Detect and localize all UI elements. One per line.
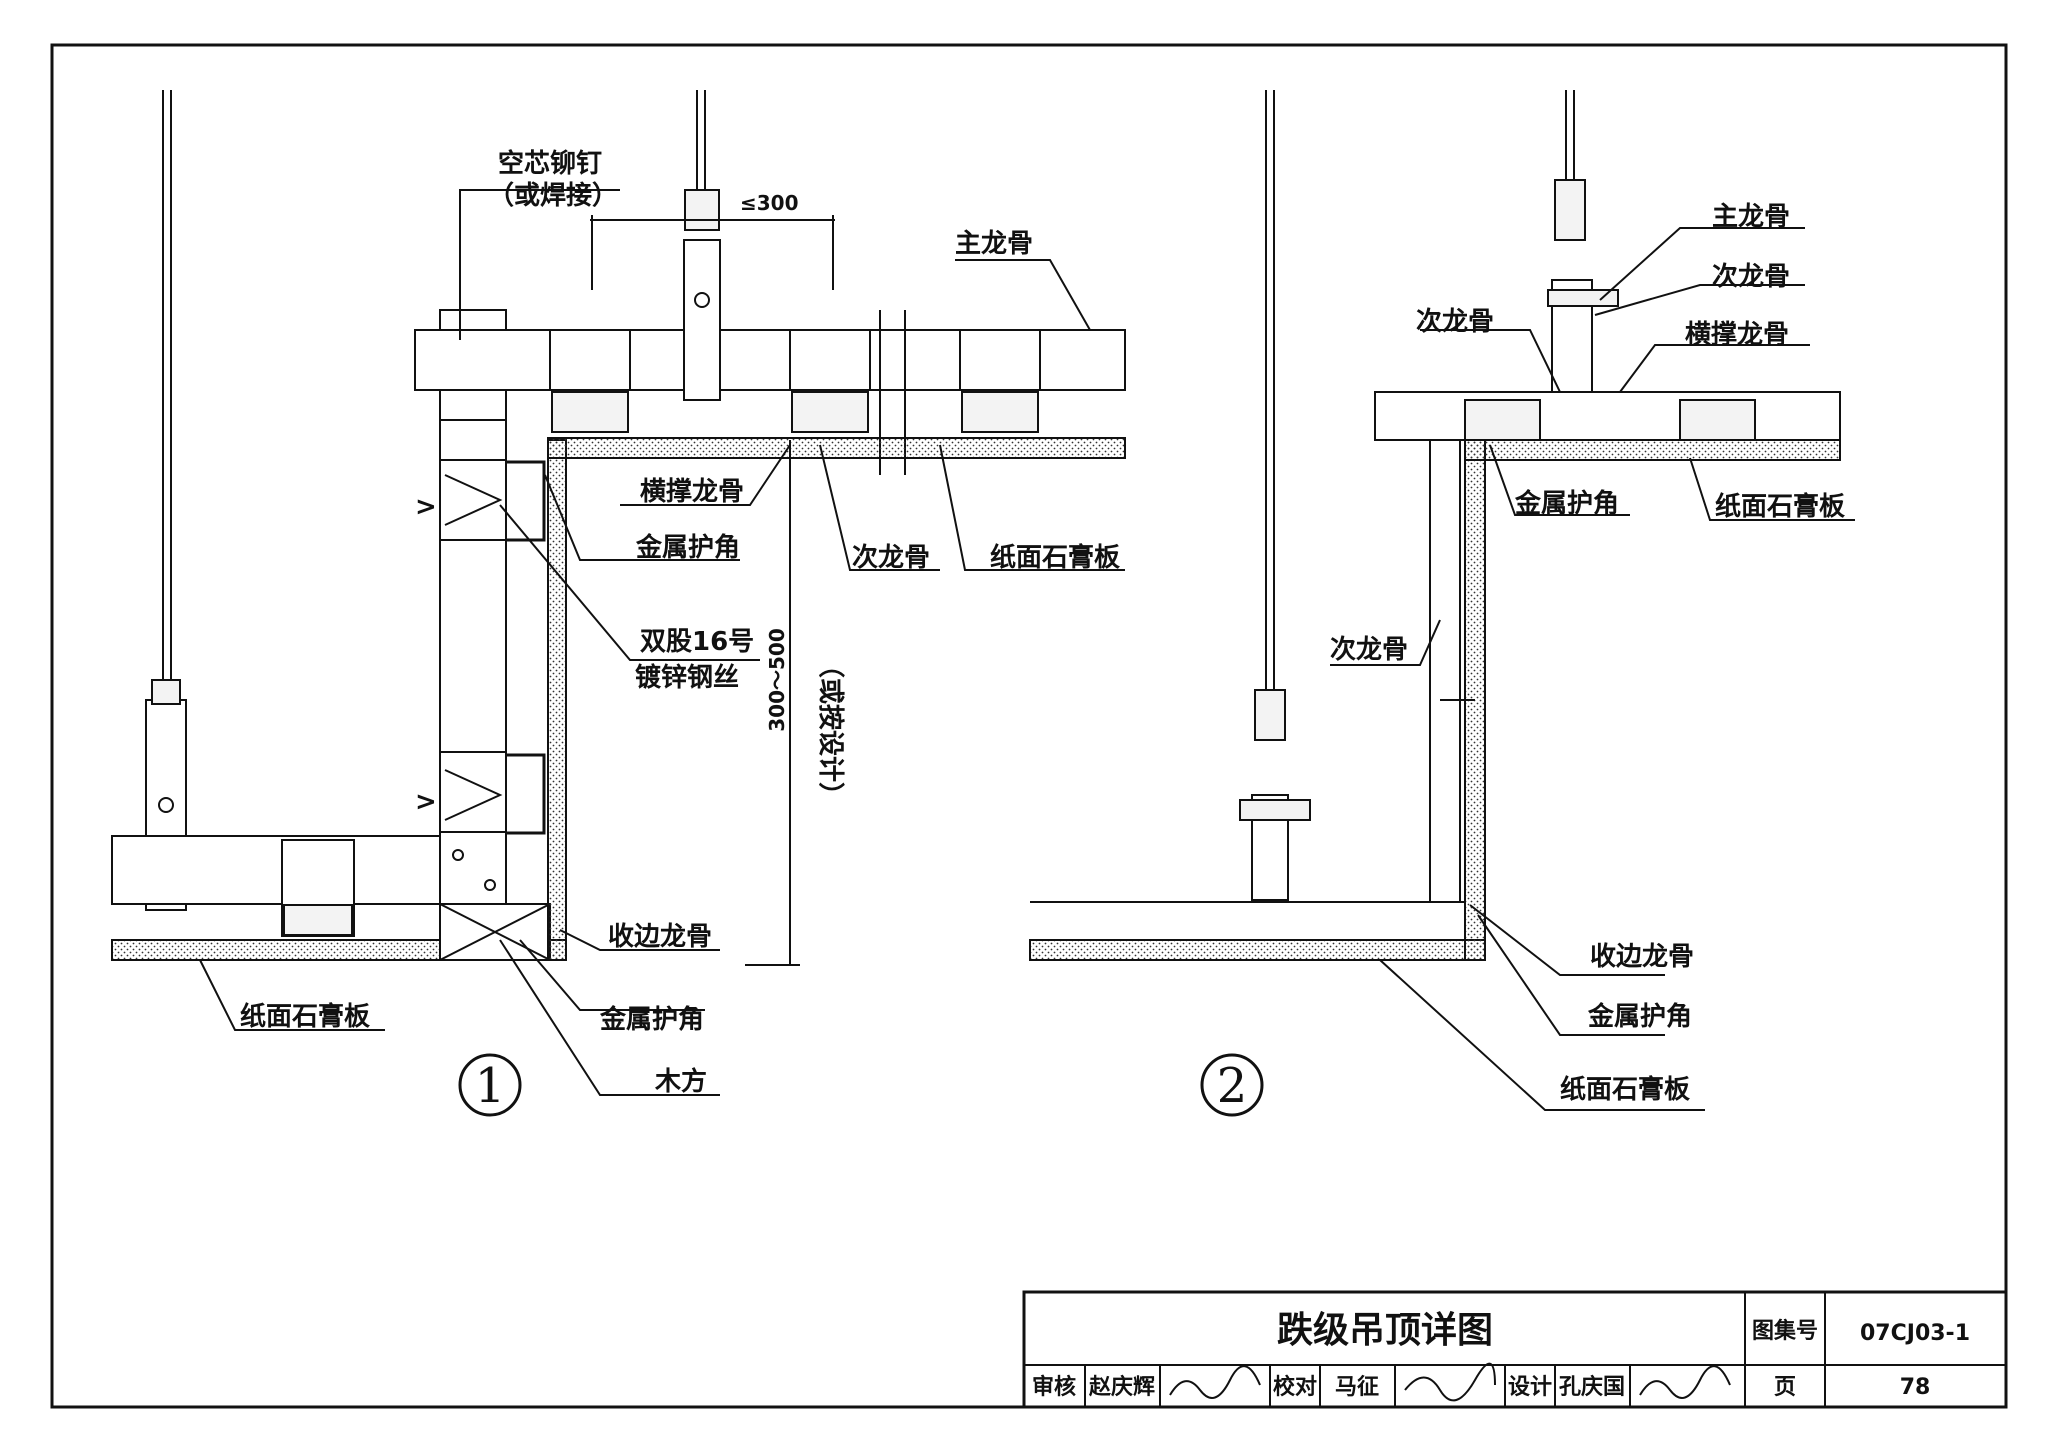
reviewer-signature bbox=[1169, 1365, 1261, 1399]
label-d2-secondary-keel-top: 次龙骨 bbox=[1712, 262, 1790, 292]
label-rivet-note: （或焊接） bbox=[488, 181, 618, 211]
page-label: 页 bbox=[1774, 1375, 1796, 1400]
title-block bbox=[1022, 1290, 2008, 1409]
label-d2-gypsum-bottom: 纸面石膏板 bbox=[1560, 1074, 1690, 1105]
designer-name: 孔庆国 bbox=[1559, 1374, 1625, 1400]
label-d2-edge-keel: 收边龙骨 bbox=[1590, 942, 1694, 972]
label-spacing: ≤300 bbox=[740, 191, 799, 215]
label-d2-corner-guard-top: 金属护角 bbox=[1514, 488, 1619, 519]
label-edge-keel: 收边龙骨 bbox=[608, 922, 712, 952]
label-d2-secondary-keel-left: 次龙骨 bbox=[1416, 307, 1494, 337]
label-secondary-keel: 次龙骨 bbox=[852, 543, 930, 573]
drawing-title: 跌级吊顶详图 bbox=[1277, 1310, 1493, 1351]
label-cross-keel: 横撑龙骨 bbox=[640, 477, 744, 507]
label-d2-cross-keel: 横撑龙骨 bbox=[1685, 320, 1789, 350]
label-main-keel: 主龙骨 bbox=[955, 229, 1033, 259]
detail-2 bbox=[1029, 90, 1855, 1117]
label-wire: 双股16号 bbox=[640, 627, 754, 657]
label-gypsum-top: 纸面石膏板 bbox=[990, 542, 1120, 573]
svg-text:>: > bbox=[415, 787, 437, 817]
label-d2-corner-guard-bottom: 金属护角 bbox=[1587, 1001, 1692, 1032]
design-label: 设计 bbox=[1508, 1375, 1552, 1400]
checker-signature bbox=[1404, 1362, 1496, 1402]
atlas-label: 图集号 bbox=[1752, 1318, 1818, 1344]
label-gypsum-bottom: 纸面石膏板 bbox=[240, 1001, 370, 1032]
label-wood: 木方 bbox=[654, 1066, 707, 1097]
label-rivet: 空芯铆钉 bbox=[498, 148, 602, 179]
label-d2-main-keel: 主龙骨 bbox=[1712, 202, 1790, 232]
review-label: 审核 bbox=[1032, 1374, 1076, 1400]
label-wire-2: 镀锌钢丝 bbox=[635, 662, 739, 693]
label-corner-guard-top: 金属护角 bbox=[635, 532, 740, 563]
designer-signature bbox=[1639, 1365, 1731, 1399]
label-height-dim: 300～500 bbox=[765, 628, 789, 732]
page-number: 78 bbox=[1900, 1375, 1931, 1400]
label-d2-gypsum-top: 纸面石膏板 bbox=[1715, 491, 1845, 522]
atlas-number: 07CJ03-1 bbox=[1860, 1321, 1970, 1346]
svg-text:>: > bbox=[415, 492, 437, 522]
detail-1: > > bbox=[111, 90, 1126, 1117]
label-d2-secondary-keel-mid: 次龙骨 bbox=[1330, 635, 1408, 665]
reviewer-name: 赵庆辉 bbox=[1088, 1374, 1155, 1400]
label-height-note: （或按设计） bbox=[815, 652, 846, 808]
detail-1-marker: 1 bbox=[475, 1058, 506, 1114]
checker-name: 马征 bbox=[1335, 1374, 1379, 1400]
label-corner-guard-bottom: 金属护角 bbox=[599, 1004, 704, 1035]
check-label: 校对 bbox=[1273, 1374, 1317, 1400]
detail-2-marker: 2 bbox=[1217, 1058, 1248, 1114]
